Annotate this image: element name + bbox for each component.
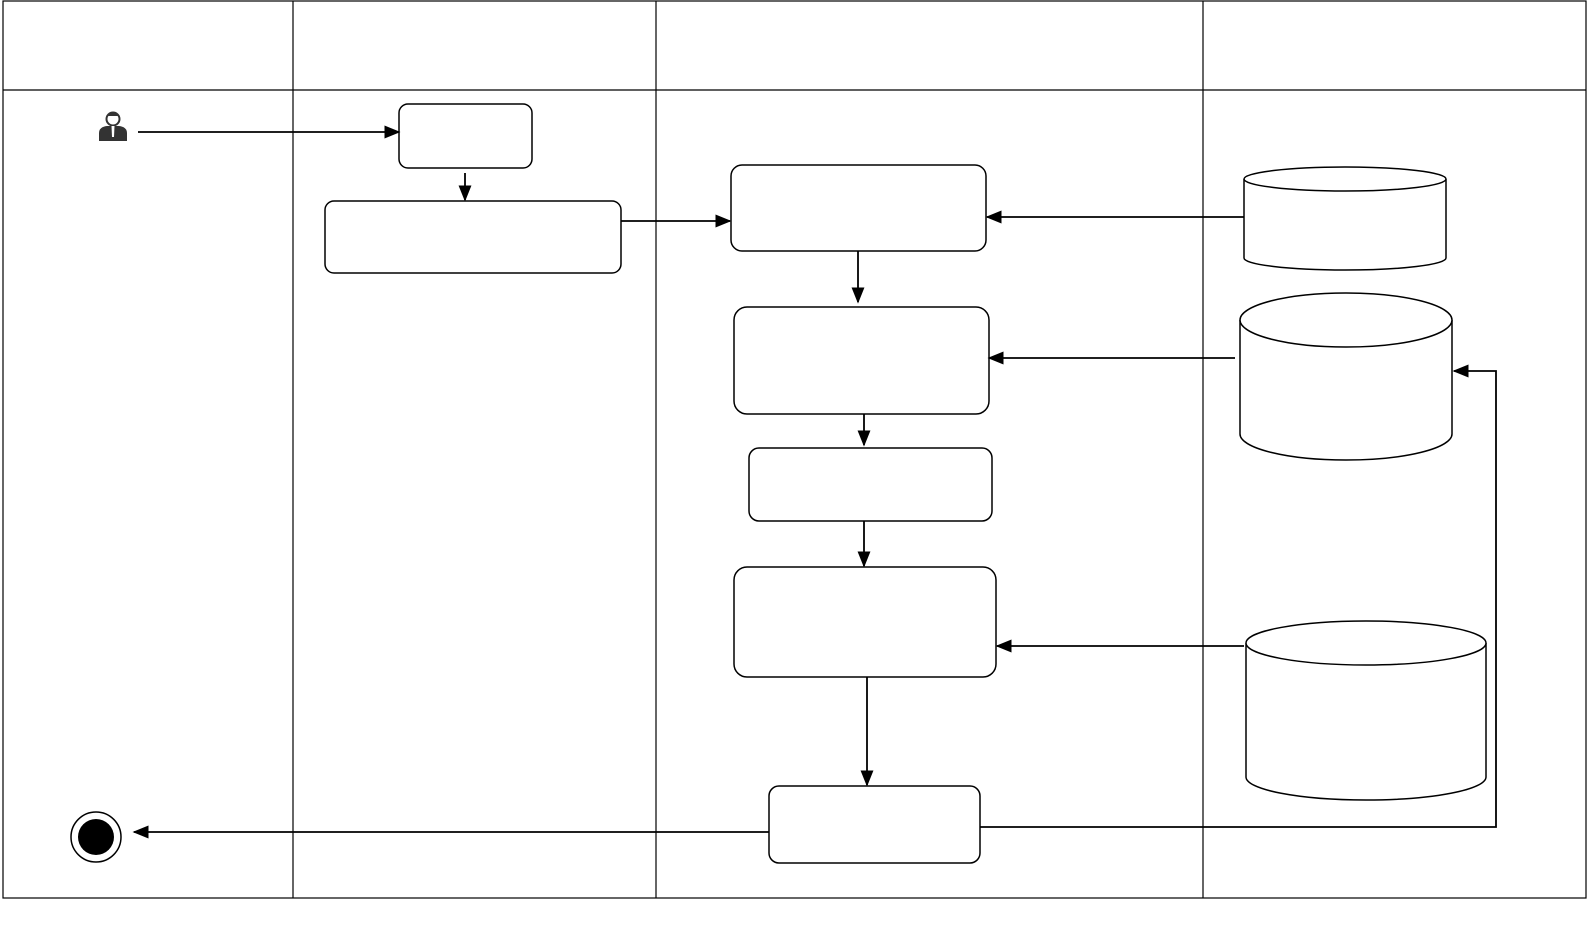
- process-step-2-label: [325, 201, 621, 273]
- swimlane-frame: [2, 0, 1587, 899]
- database-1-label: [1244, 192, 1446, 258]
- lane-header-4: [1203, 0, 1586, 90]
- user-icon: [99, 111, 127, 141]
- feedback-arrow: [980, 364, 1497, 828]
- database-icon: [1239, 292, 1453, 461]
- process-step-1-label: [399, 104, 532, 168]
- process-step-2: [324, 200, 622, 274]
- lane-header-3: [656, 0, 1203, 90]
- database-icon: [1243, 166, 1447, 271]
- database-icon: [1245, 620, 1487, 801]
- final-state-icon: [70, 811, 122, 863]
- process-step-7-label: [769, 786, 980, 863]
- database-3-label: [1246, 665, 1486, 777]
- lane-header-2: [293, 0, 656, 90]
- process-step-6-label: [734, 567, 996, 677]
- lane-header-1: [3, 0, 293, 90]
- process-step-3-label: [731, 165, 986, 251]
- swimlane-border: [2, 0, 1587, 899]
- process-step-4-label: [734, 307, 989, 414]
- database-2-label: [1240, 347, 1452, 434]
- process-step-7: [768, 785, 981, 864]
- process-step-5-label: [749, 448, 992, 521]
- process-step-5: [748, 447, 993, 522]
